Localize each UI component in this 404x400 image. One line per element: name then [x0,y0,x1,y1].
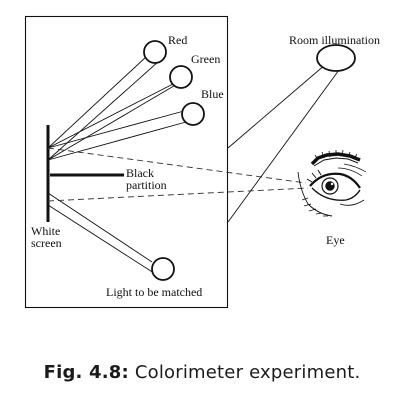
test-light-beams [47,192,158,276]
label-room-illumination: Room illumination [289,33,380,47]
figure-caption: Fig. 4.8: Colorimeter experiment. [0,362,404,383]
red-lamp-icon [143,40,167,64]
eye-icon [297,149,367,217]
label-black-partition-line1: Black [126,166,154,180]
label-green: Green [191,52,220,66]
label-blue: Blue [201,87,224,101]
label-light-to-be-matched: Light to be matched [106,285,202,299]
room-illumination-lamp-icon [316,44,356,72]
label-white-screen-line1: White [31,224,60,238]
colorimeter-diagram: Red Green Blue Room illumination Black p… [24,15,380,309]
label-red: Red [168,33,187,47]
label-black-partition-line2: partition [126,178,167,192]
sight-lines [47,147,309,202]
blue-lamp-icon [181,102,205,126]
label-eye: Eye [326,233,345,247]
green-lamp-icon [169,65,193,89]
test-light-lamp-icon [151,257,175,281]
room-illumination-rays [227,63,340,223]
primary-beams [47,55,187,161]
label-white-screen-line2: screen [31,236,62,250]
enclosure-box [24,15,229,309]
figure-caption-prefix: Fig. 4.8: [43,362,129,383]
figure-caption-text: Colorimeter experiment. [134,362,361,383]
